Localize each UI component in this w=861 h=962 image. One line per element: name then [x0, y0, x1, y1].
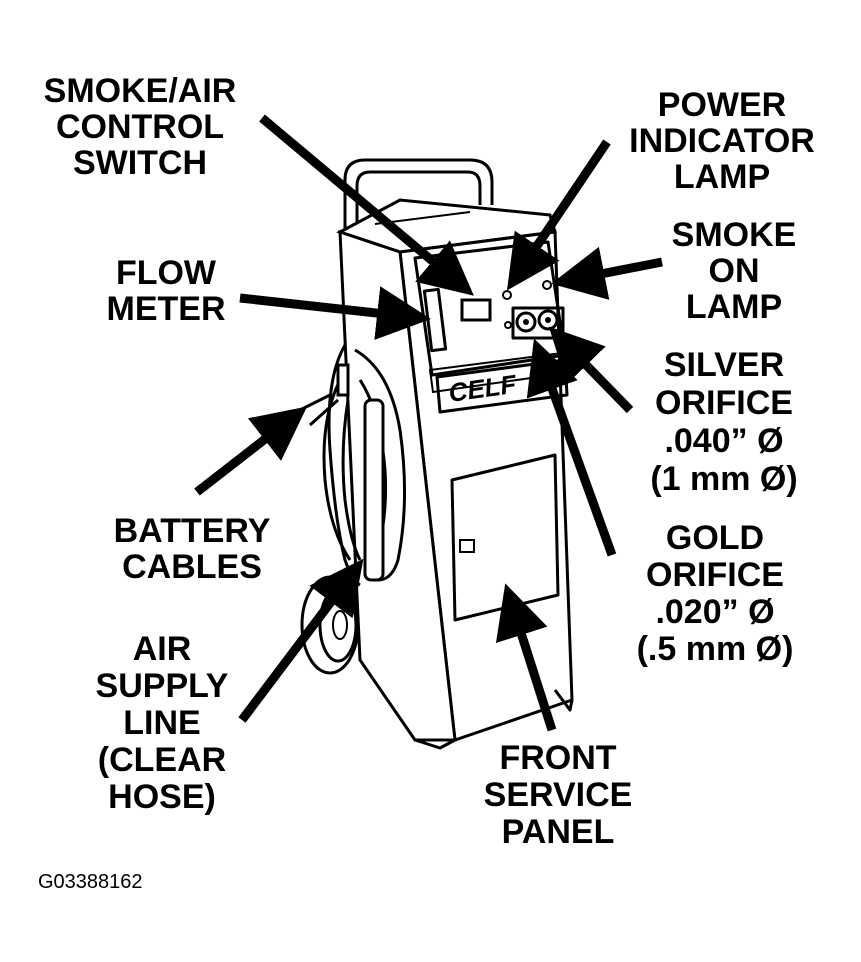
label-line: POWER	[658, 86, 786, 124]
label-line: SWITCH	[73, 144, 207, 182]
label-line: SMOKE/AIR	[44, 72, 237, 110]
label-line: GOLD	[666, 519, 764, 557]
label-line: .020” Ø	[655, 593, 774, 631]
arrow-smoke-on-lamp	[551, 246, 663, 300]
arrow-battery-cables	[194, 406, 308, 496]
label-line: LAMP	[674, 158, 770, 196]
label-line: ORIFICE	[646, 556, 784, 594]
label-smoke-on-lamp: SMOKE ON LAMP	[672, 216, 797, 326]
callout-arrows	[194, 114, 663, 732]
service-panel-shape	[450, 453, 560, 622]
figure-id: G03388162	[38, 871, 143, 893]
label-power-indicator-lamp: POWER INDICATOR LAMP	[629, 86, 815, 196]
label-line: (.5 mm Ø)	[637, 630, 794, 668]
label-line: SUPPLY	[96, 667, 229, 705]
cable-bundle	[299, 344, 407, 587]
silver-orifice-icon	[515, 311, 537, 333]
arrow-front-service-panel	[495, 583, 557, 732]
arrow-gold-orifice	[526, 338, 617, 557]
label-line: .040” Ø	[664, 422, 783, 460]
label-front-service-panel: FRONT SERVICE PANEL	[484, 739, 633, 851]
label-line: METER	[107, 290, 226, 328]
label-line: LINE	[123, 704, 200, 742]
label-line: FLOW	[116, 254, 217, 292]
label-line: (CLEAR	[98, 741, 226, 779]
label-line: SILVER	[664, 346, 784, 384]
label-gold-orifice: GOLD ORIFICE .020” Ø (.5 mm Ø)	[637, 519, 794, 668]
power-lamp-icon	[502, 290, 512, 300]
label-line: SMOKE	[672, 216, 797, 254]
label-line: ON	[709, 252, 760, 290]
label-line: LAMP	[686, 288, 782, 326]
label-line: CABLES	[122, 548, 262, 586]
label-line: AIR	[133, 630, 192, 668]
label-flow-meter: FLOW METER	[107, 254, 226, 328]
label-line: SERVICE	[484, 776, 633, 814]
arrow-smoke-air-switch	[259, 114, 474, 296]
label-line: CONTROL	[56, 108, 224, 146]
label-line: FRONT	[499, 739, 616, 777]
gold-orifice-icon	[537, 309, 559, 331]
label-line: (1 mm Ø)	[650, 460, 797, 498]
arrow-flow-meter	[239, 286, 431, 340]
label-air-supply-line: AIR SUPPLY LINE (CLEAR HOSE)	[96, 630, 229, 816]
arrow-power-lamp	[506, 139, 611, 291]
label-smoke-air-control-switch: SMOKE/AIR CONTROL SWITCH	[44, 72, 237, 182]
label-line: BATTERY	[114, 512, 271, 550]
label-line: HOSE)	[108, 778, 216, 816]
label-line: ORIFICE	[655, 384, 793, 422]
label-silver-orifice: SILVER ORIFICE .040” Ø (1 mm Ø)	[650, 346, 797, 498]
label-line: INDICATOR	[629, 122, 815, 160]
label-line: PANEL	[502, 813, 615, 851]
label-battery-cables: BATTERY CABLES	[114, 512, 271, 586]
arrow-air-supply-line	[238, 558, 364, 723]
